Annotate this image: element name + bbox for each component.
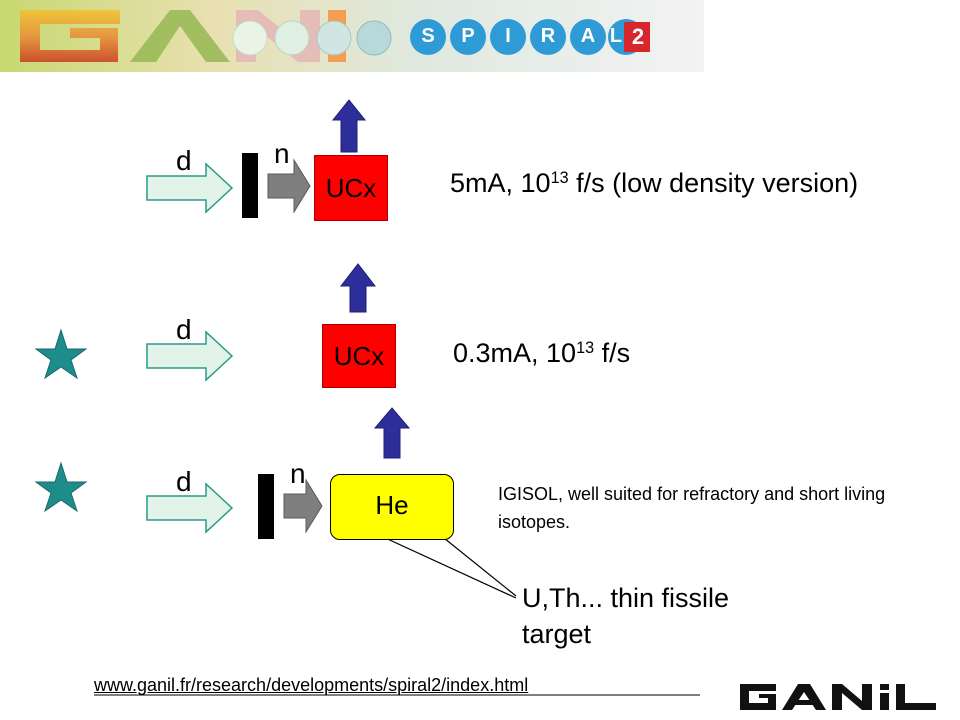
fissile-target-annotation: U,Th... thin fissile target <box>522 580 729 652</box>
pointer-line-left <box>367 529 517 599</box>
ucx-target: UCx <box>322 324 396 388</box>
extraction-arrow-2 <box>339 263 377 313</box>
ganil-logo <box>740 680 940 712</box>
row1-description: 5mA, 1013 f/s (low density version) <box>450 168 859 198</box>
banner-letter-s: S <box>421 25 435 47</box>
banner-letter-r: R <box>540 25 556 47</box>
extraction-arrow-1 <box>331 99 367 153</box>
he-label: He <box>375 490 409 520</box>
banner-number: 2 <box>631 24 645 49</box>
pointer-line-right <box>433 529 517 597</box>
annotation-line-2: target <box>522 619 592 649</box>
spiral2-banner: S P I R A L 2 <box>0 0 704 72</box>
neutron-label: n <box>274 138 290 169</box>
beam-label: d <box>176 145 192 176</box>
ucx-target: UCx <box>314 155 388 221</box>
beam-arrow-3 <box>146 482 234 534</box>
annotation-line-1: U,Th... thin fissile <box>522 583 730 613</box>
neutron-label: n <box>290 458 306 489</box>
extraction-arrow-3 <box>373 407 411 459</box>
beam-label: d <box>176 314 192 345</box>
converter-1 <box>242 153 258 218</box>
beam-arrow-1 <box>146 162 234 214</box>
beam-label: d <box>176 466 192 497</box>
banner-graphic <box>0 0 704 72</box>
converter-3 <box>258 474 274 539</box>
ganil-logo-graphic <box>740 684 936 710</box>
banner-letter-p: P <box>461 25 475 47</box>
row2-description: 0.3mA, 1013 f/s <box>453 338 631 368</box>
footer-link[interactable]: www.ganil.fr/research/developments/spira… <box>94 675 529 695</box>
neutron-arrow-3 <box>283 478 323 534</box>
star-icon <box>34 328 88 380</box>
star-icon <box>34 461 88 513</box>
igisol-description: IGISOL, well suited for refractory and s… <box>498 484 886 532</box>
banner-letter-l: L <box>609 25 623 47</box>
neutron-arrow-1 <box>267 158 311 214</box>
beam-arrow-2 <box>146 330 234 382</box>
banner-letter-i: I <box>505 25 511 47</box>
banner-letter-a: A <box>580 25 596 47</box>
he-gas-cell <box>330 474 454 540</box>
